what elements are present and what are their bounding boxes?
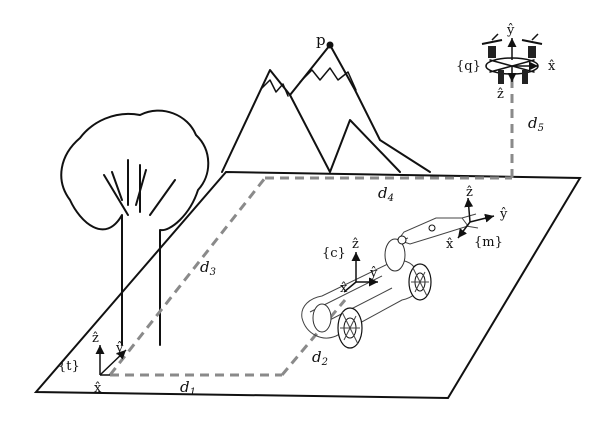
frame-c-x-label: x̂ <box>340 281 348 296</box>
distance-d5-label: d5 <box>528 114 544 134</box>
ground-plane <box>33 170 582 400</box>
frame-c-y-label: ŷ <box>369 266 378 281</box>
frame-m-z-label: ẑ <box>466 185 473 200</box>
frame-m-y-label: ŷ <box>499 207 508 222</box>
distance-d3-label: d3 <box>200 258 216 278</box>
frame-c-z-label: ẑ <box>352 237 359 252</box>
tree <box>60 109 210 346</box>
mountains <box>221 44 431 173</box>
frame-t-label: {t} <box>58 359 80 374</box>
frame-m-axes <box>457 197 495 239</box>
frame-t-z-label: ẑ <box>92 331 99 346</box>
frame-t-axes <box>95 345 127 376</box>
d3-path <box>108 177 267 376</box>
point-p-label: p <box>316 31 326 49</box>
frame-q-axes <box>507 38 538 82</box>
frame-t-y-label: ŷ <box>115 341 124 356</box>
frame-c-axes <box>343 252 378 293</box>
d2-path <box>280 299 347 376</box>
rover-robot <box>301 213 479 349</box>
frame-q-z-label: ẑ <box>497 87 504 102</box>
distance-d4-label: d4 <box>378 184 394 204</box>
frame-q-x-label: x̂ <box>548 59 556 74</box>
point-p-marker <box>326 41 334 49</box>
frame-c-label: {c} <box>322 246 346 261</box>
frame-q-label: {q} <box>456 59 481 74</box>
frame-q-y-label: ŷ <box>506 23 515 38</box>
frame-t-x-label: x̂ <box>94 381 102 396</box>
frame-m-label: {m} <box>474 235 503 250</box>
distance-d2-label: d2 <box>312 348 328 368</box>
distance-d1-label: d1 <box>180 378 196 398</box>
frame-m-x-label: x̂ <box>446 237 454 252</box>
